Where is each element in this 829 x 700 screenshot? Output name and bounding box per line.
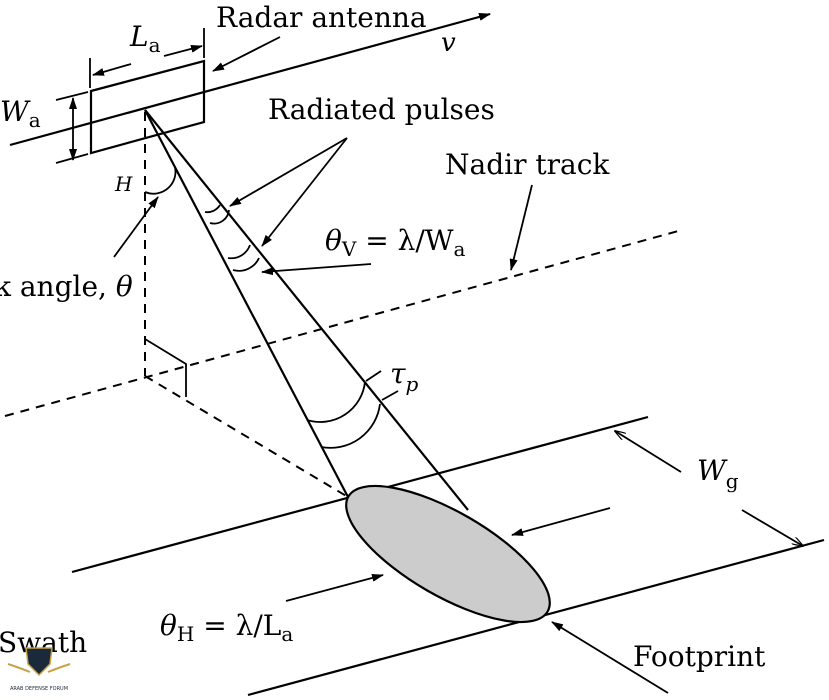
tau-tick-bottom (381, 390, 399, 401)
antenna-rectangle (89, 59, 206, 155)
radiated-pulses-label: Radiated pulses (268, 93, 495, 126)
radiated-pulses-arrow-1 (229, 137, 348, 207)
pulse-arc-3a (306, 381, 366, 423)
footprint-arrow (551, 621, 669, 694)
tau-p-label: τp (390, 357, 419, 396)
footprint-range-arrow (511, 507, 611, 536)
look-angle-label: k angle, θ (0, 270, 133, 303)
theta-h-arrow (285, 573, 384, 602)
wing-left-icon (7, 663, 31, 673)
right-angle-marker (144, 338, 187, 397)
wg-arrow-bottom (741, 509, 803, 546)
pulse-arc-1b (209, 209, 230, 225)
theta-v-label: θV = λ/Wa (325, 224, 466, 261)
nadir-track-dashed (4, 229, 683, 417)
shield-icon (25, 647, 53, 677)
footprint-label: Footprint (633, 640, 766, 673)
nadir-track-arrow (509, 184, 533, 271)
radiated-pulses-arrow-2 (261, 137, 348, 247)
watermark-logo: ARAB DEFENSE FORUM (7, 647, 71, 692)
beam-edge-near (144, 109, 349, 498)
pulse-arc-2a (227, 244, 251, 260)
pulse-arc-1a (204, 204, 221, 214)
theta-h-label: θH = λ/La (160, 609, 293, 646)
la-arrow-left (92, 63, 132, 76)
velocity-label: v (441, 28, 456, 58)
ground-range-dashed (144, 375, 349, 498)
beam-edge-far (144, 109, 469, 511)
footprint-ellipse (345, 484, 551, 624)
radar-antenna-label: Radar antenna (216, 1, 427, 34)
radar-antenna-arrow (212, 36, 281, 72)
tau-tick-top (365, 370, 382, 382)
wing-right-icon (47, 663, 71, 673)
la-label: La (129, 20, 161, 57)
nadir-track-label: Nadir track (445, 148, 610, 181)
watermark-text: ARAB DEFENSE FORUM (10, 686, 68, 692)
la-arrow-right (163, 44, 203, 57)
wa-tick-bottom (55, 153, 89, 164)
pulse-arc-2b (232, 257, 260, 272)
theta-v-arrow (261, 263, 372, 276)
height-label: H (114, 172, 133, 196)
pulse-arc-3b (320, 403, 381, 449)
wg-arrow-top (615, 431, 682, 473)
look-angle-arc (144, 166, 177, 195)
wa-tick-top (55, 91, 89, 101)
look-angle-arrow (113, 196, 159, 258)
wa-label: Wa (0, 95, 41, 132)
wg-label: Wg (697, 454, 739, 493)
